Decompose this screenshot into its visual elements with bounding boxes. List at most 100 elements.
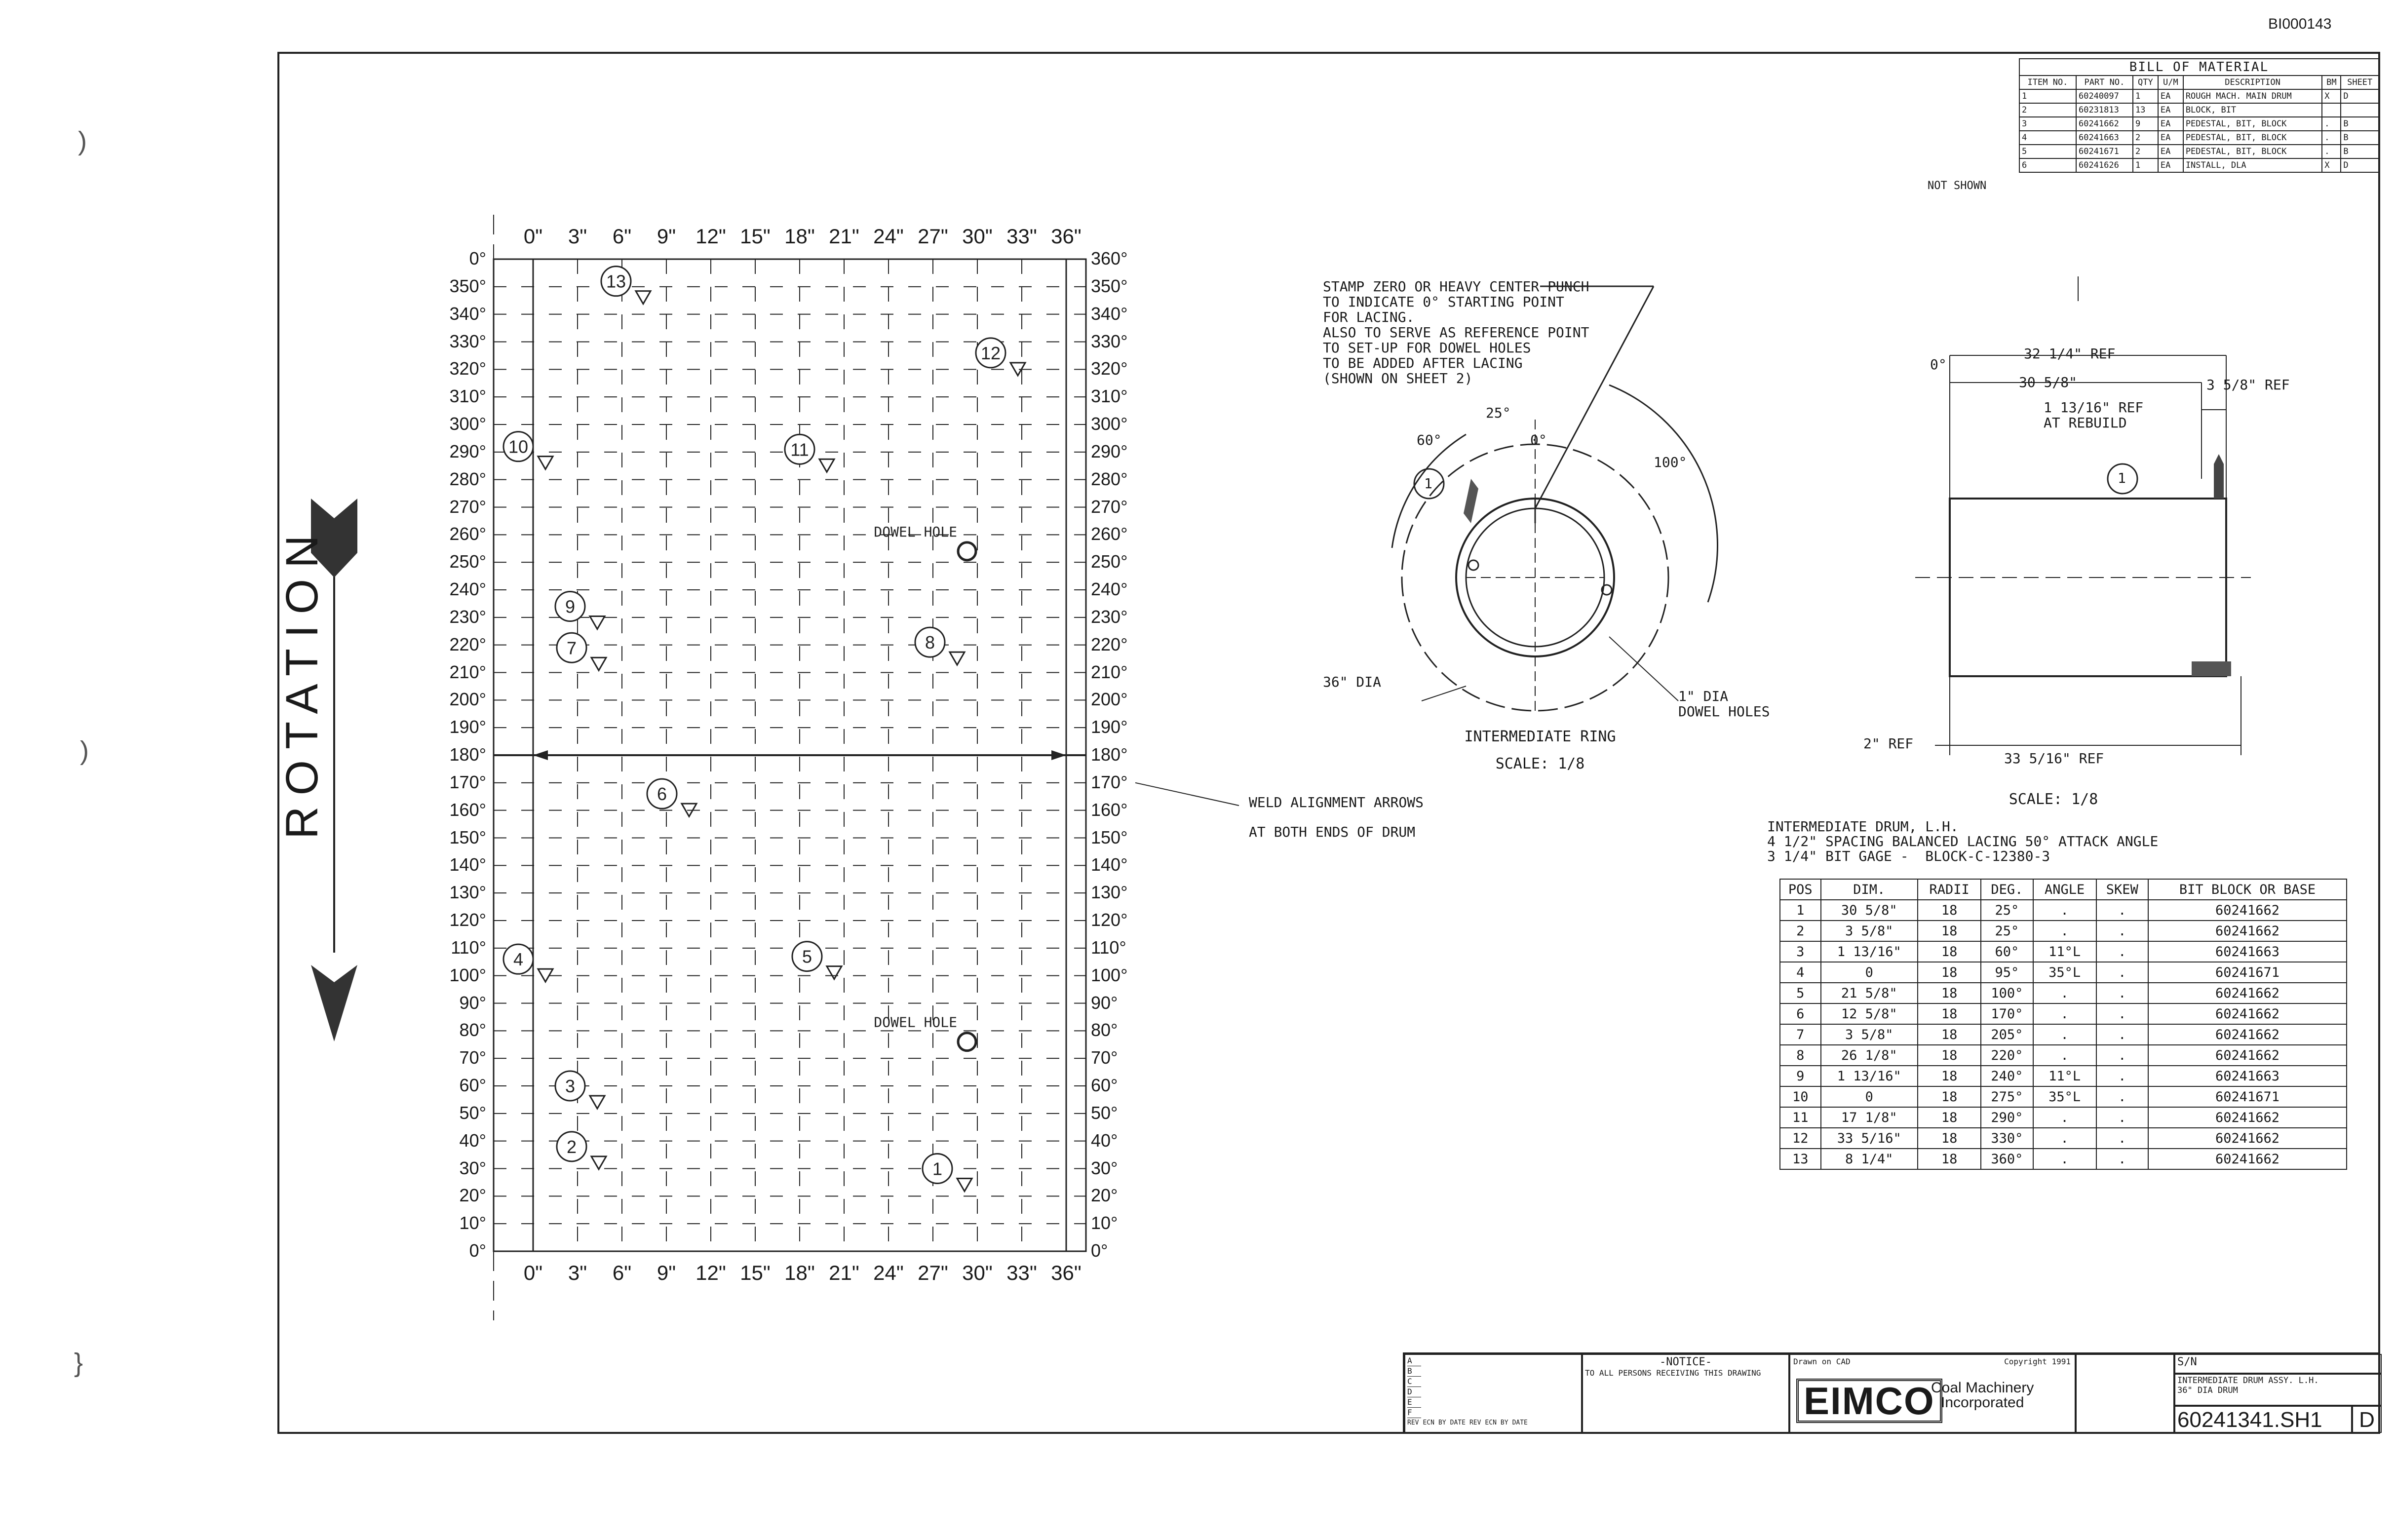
right-degree-label: 190° xyxy=(1091,717,1128,737)
lacing-cell: 275° xyxy=(1980,1086,2034,1108)
revision-letter: D xyxy=(1407,1387,1421,1397)
bom-cell: B xyxy=(2340,116,2379,131)
lacing-cell: . xyxy=(2095,1044,2149,1066)
bottom-inch-label: 9" xyxy=(657,1261,676,1284)
bit-marker-triangle xyxy=(948,651,966,667)
bit-position-bubble xyxy=(600,266,632,297)
bom-cell: B xyxy=(2340,130,2379,145)
bit-position-number: 2 xyxy=(567,1137,577,1157)
bom-cell: EA xyxy=(2157,116,2184,131)
top-inch-label: 18" xyxy=(784,225,815,248)
margin-mark: ) xyxy=(78,126,87,156)
bit-position-number: 8 xyxy=(925,632,935,653)
right-degree-label: 80° xyxy=(1091,1020,1118,1040)
bit-marker-triangle xyxy=(588,1095,606,1111)
lacing-cell: . xyxy=(2032,1024,2097,1045)
top-inch-label: 24" xyxy=(873,225,904,248)
ring-angle-100: 100° xyxy=(1654,454,1687,470)
left-degree-label: 320° xyxy=(449,358,486,379)
revision-letter: F xyxy=(1407,1408,1421,1418)
right-degree-label: 250° xyxy=(1091,551,1128,572)
lacing-cell: . xyxy=(2095,899,2149,921)
lacing-column-header: DIM. xyxy=(1820,879,1919,900)
revision-header: REV xyxy=(1469,1419,1481,1426)
lacing-cell: 60241662 xyxy=(2147,1107,2348,1128)
lacing-cell: . xyxy=(2032,1148,2097,1170)
lacing-cell: 35°L xyxy=(2032,1086,2097,1108)
left-degree-label: 140° xyxy=(449,854,486,875)
bom-cell: 60231813 xyxy=(2075,103,2133,117)
bom-cell: X xyxy=(2321,89,2342,104)
lacing-cell: 0 xyxy=(1820,1086,1919,1108)
left-degree-label: 270° xyxy=(449,496,486,517)
lacing-cell: 18 xyxy=(1917,1148,1982,1170)
right-degree-label: 240° xyxy=(1091,579,1128,599)
lacing-cell: 18 xyxy=(1917,1107,1982,1128)
company-block: Drawn on CAD Copyright 1991 EIMCO Coal M… xyxy=(1789,1354,2076,1433)
right-degree-label: 280° xyxy=(1091,468,1128,489)
lacing-header: INTERMEDIATE DRUM, L.H. 4 1/2" SPACING B… xyxy=(1767,818,2159,864)
right-degree-label: 10° xyxy=(1091,1213,1118,1233)
left-degree-label: 330° xyxy=(449,331,486,351)
bom-cell: 6 xyxy=(2019,158,2077,173)
left-degree-label: 300° xyxy=(449,414,486,434)
lacing-cell: 18 xyxy=(1917,941,1982,962)
bom-cell: 60240097 xyxy=(2075,89,2133,104)
bit-position-bubble xyxy=(975,337,1006,369)
bit-marker-triangle xyxy=(588,616,606,631)
drawing-number: 60241341.SH1 xyxy=(2174,1406,2352,1433)
right-degree-label: 200° xyxy=(1091,689,1128,710)
right-degree-label: 350° xyxy=(1091,275,1128,296)
ring-scale: SCALE: 1/8 xyxy=(1495,755,1585,772)
lacing-cell: . xyxy=(2095,920,2149,942)
left-degree-label: 170° xyxy=(449,771,486,792)
sheet-border xyxy=(277,52,2380,1434)
lacing-cell: 11 xyxy=(1779,1107,1821,1128)
bom-cell: B xyxy=(2340,144,2379,159)
lacing-cell: 18 xyxy=(1917,1065,1982,1087)
bit-position-bubble xyxy=(502,943,534,975)
left-degree-label: 120° xyxy=(449,910,486,930)
side-dim-ref1: 32 1/4" REF xyxy=(2024,346,2116,362)
revision-letter: E xyxy=(1407,1397,1421,1408)
side-dim-ref2: 30 5/8" xyxy=(2019,374,2078,390)
bom-column-header: BM xyxy=(2321,75,2342,90)
lacing-cell: . xyxy=(2032,920,2097,942)
right-degree-label: 290° xyxy=(1091,441,1128,462)
revision-letter: C xyxy=(1407,1377,1421,1387)
right-degree-label: 150° xyxy=(1091,827,1128,847)
left-degree-label: 210° xyxy=(449,661,486,682)
lacing-cell: 21 5/8" xyxy=(1820,982,1919,1004)
left-degree-label: 290° xyxy=(449,441,486,462)
bit-marker-triangle xyxy=(634,290,652,306)
lacing-cell: 13 xyxy=(1779,1148,1821,1170)
copyright: Copyright 1991 xyxy=(2004,1357,2071,1366)
lacing-cell: 360° xyxy=(1980,1148,2034,1170)
lacing-cell: 4 xyxy=(1779,962,1821,983)
lacing-cell: . xyxy=(2095,962,2149,983)
lacing-cell: 290° xyxy=(1980,1107,2034,1128)
lacing-cell: 95° xyxy=(1980,962,2034,983)
bit-position-bubble xyxy=(784,433,815,465)
left-degree-label: 20° xyxy=(459,1185,486,1206)
left-degree-label: 240° xyxy=(449,579,486,599)
bit-marker-triangle xyxy=(537,968,554,984)
left-degree-label: 10° xyxy=(459,1213,486,1233)
top-inch-label: 9" xyxy=(657,225,676,248)
right-degree-label: 90° xyxy=(1091,992,1118,1013)
margin-mark: ) xyxy=(80,736,89,766)
right-degree-label: 310° xyxy=(1091,386,1128,407)
left-degree-label: 160° xyxy=(449,799,486,820)
bit-position-number: 6 xyxy=(657,784,667,804)
notice-block: -NOTICE- TO ALL PERSONS RECEIVING THIS D… xyxy=(1582,1354,1789,1433)
left-degree-label: 250° xyxy=(449,551,486,572)
bit-position-bubble xyxy=(502,431,534,462)
ring-dowel-label: 1" DIA DOWEL HOLES xyxy=(1678,688,1770,720)
bottom-inch-label: 21" xyxy=(829,1261,859,1284)
